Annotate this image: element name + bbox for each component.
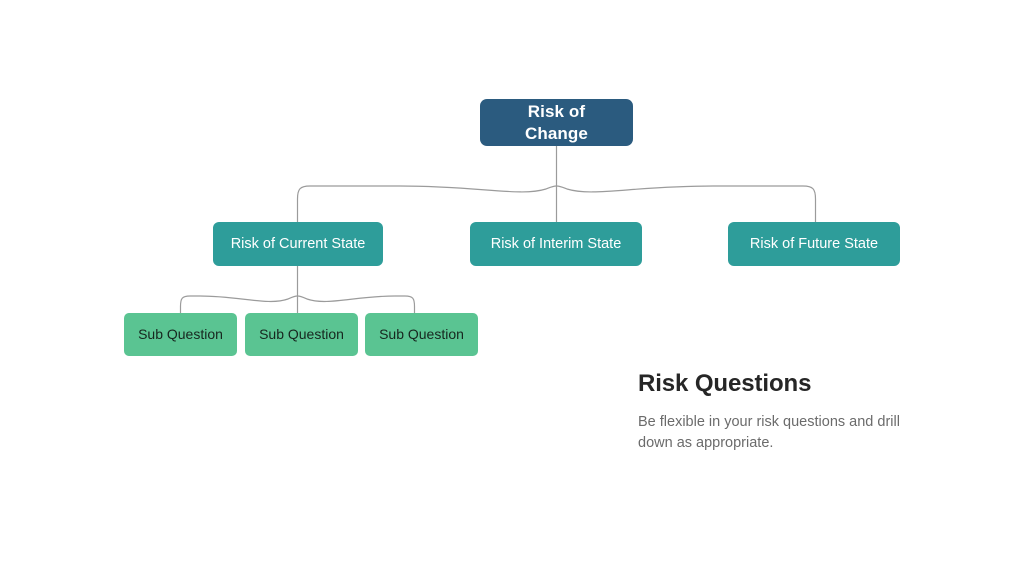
node-root-line1: Risk of xyxy=(527,102,586,122)
node-risk-of-change-label: Risk of Change xyxy=(525,101,588,144)
node-risk-of-current-state[interactable]: Risk of Current State xyxy=(213,222,383,266)
caption-block: Risk Questions Be flexible in your risk … xyxy=(638,370,938,454)
node-sub-question-2-label: Sub Question xyxy=(259,325,344,342)
node-sub-question-3[interactable]: Sub Question xyxy=(365,313,478,356)
node-sub-question-2[interactable]: Sub Question xyxy=(245,313,358,356)
node-sub-question-3-label: Sub Question xyxy=(379,325,464,342)
node-risk-of-future-state-label: Risk of Future State xyxy=(749,235,879,252)
node-risk-of-current-state-label: Risk of Current State xyxy=(230,235,366,252)
node-risk-of-interim-state-label: Risk of Interim State xyxy=(490,235,622,252)
caption-body: Be flexible in your risk questions and d… xyxy=(638,414,900,452)
caption-heading: Risk Questions xyxy=(638,370,812,397)
connector-current-to-sub3 xyxy=(296,295,416,314)
node-risk-of-interim-state[interactable]: Risk of Interim State xyxy=(470,222,642,266)
connector-root-to-future xyxy=(555,185,817,223)
connector-current-to-sub1 xyxy=(179,295,299,314)
node-risk-of-change[interactable]: Risk of Change xyxy=(480,99,633,146)
node-risk-of-future-state[interactable]: Risk of Future State xyxy=(728,222,900,266)
node-sub-question-1-label: Sub Question xyxy=(138,325,223,342)
node-sub-question-1[interactable]: Sub Question xyxy=(124,313,237,356)
connector-root-to-current xyxy=(296,185,558,223)
node-root-line2: Change xyxy=(525,123,588,143)
